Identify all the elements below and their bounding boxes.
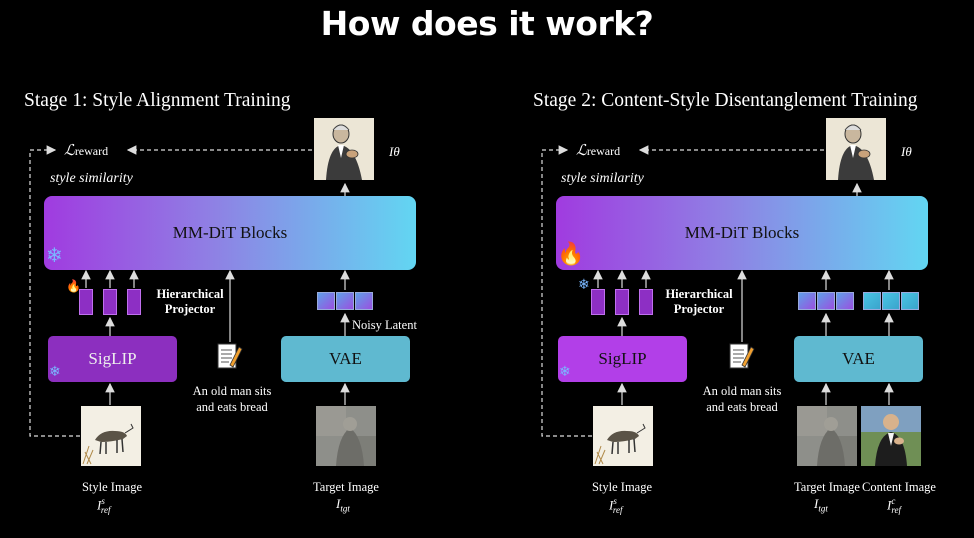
stage1-projector-label: Hierarchical Projector <box>156 287 224 316</box>
content-latent-token <box>882 292 900 310</box>
projector-token <box>615 289 629 315</box>
stage2-style-image-label: Style Image <box>591 480 653 494</box>
latent-token <box>817 292 835 310</box>
snowflake-icon: ❄ <box>559 365 571 380</box>
projector-token <box>639 289 653 315</box>
stage1-title: Stage 1: Style Alignment Training <box>24 90 291 111</box>
stage1-mmdit-block: MM-DiT Blocks <box>44 196 416 270</box>
snowflake-icon: ❄ <box>49 365 61 380</box>
latent-token <box>336 292 354 310</box>
content-latent-token <box>863 292 881 310</box>
stage2-title: Stage 2: Content-Style Disentanglement T… <box>533 90 918 111</box>
fire-icon: 🔥 <box>66 279 81 293</box>
projector-token <box>79 289 93 315</box>
stage2-projector-label: Hierarchical Projector <box>665 287 733 316</box>
stage2-target-image <box>797 406 857 466</box>
stage2-siglip-block: SigLIP <box>558 336 687 382</box>
snowflake-icon: ❄ <box>578 278 590 293</box>
document-pencil-icon <box>217 343 243 371</box>
old-man-portrait-image <box>314 118 374 180</box>
stage2-output-symbol: Iθ <box>901 144 912 159</box>
stage2-prompt-text: An old man sits and eats bread <box>702 384 782 414</box>
antelope-painting-image <box>593 406 653 466</box>
stage1-vae-block: VAE <box>281 336 410 382</box>
stage2-content-image <box>861 406 921 466</box>
noisy-target-image <box>797 406 857 466</box>
stage2-target-image-label: Target Image <box>794 480 860 494</box>
stage2-style-similarity: style similarity <box>561 171 644 186</box>
latent-token <box>355 292 373 310</box>
stage1-siglip-block: SigLIP <box>48 336 177 382</box>
stage1-output-image <box>314 118 374 180</box>
reward-subscript: reward <box>74 144 109 158</box>
stage2-style-image-symbol: Isref <box>609 496 623 515</box>
stage1-style-image-symbol: Isref <box>97 496 111 515</box>
antelope-painting-image <box>81 406 141 466</box>
stage2-content-image-symbol: Icref <box>887 496 902 515</box>
stage1-prompt-text: An old man sits and eats bread <box>192 384 272 414</box>
content-latent-token <box>901 292 919 310</box>
stage2-output-image <box>826 118 886 180</box>
stage1-output-symbol: Iθ <box>389 144 400 159</box>
stage2-style-image <box>593 406 653 466</box>
projector-token <box>103 289 117 315</box>
stage1-style-similarity: style similarity <box>50 171 133 186</box>
reward-subscript: reward <box>586 144 621 158</box>
reward-symbol: ℒ <box>576 143 587 159</box>
document-pencil-icon <box>729 343 755 371</box>
latent-token <box>836 292 854 310</box>
stage1-style-image <box>81 406 141 466</box>
stage1-target-image-symbol: Itgt <box>336 496 350 514</box>
latent-token <box>317 292 335 310</box>
noisy-target-image <box>316 406 376 466</box>
stage2-reward-label: ℒreward <box>576 141 620 160</box>
page-title: How does it work? <box>320 4 654 43</box>
snowflake-icon: ❄ <box>46 245 63 267</box>
stage1-target-image <box>316 406 376 466</box>
stage1-noisy-latent-label: Noisy Latent <box>352 318 417 332</box>
stage1-target-image-label: Target Image <box>313 480 379 494</box>
stage1-reward-label: ℒreward <box>64 141 108 160</box>
reward-symbol: ℒ <box>64 143 75 159</box>
projector-token <box>127 289 141 315</box>
old-man-photo-image <box>861 406 921 466</box>
stage2-content-image-label: Content Image <box>862 480 936 494</box>
stage2-mmdit-block: MM-DiT Blocks <box>556 196 928 270</box>
stage2-target-image-symbol: Itgt <box>814 496 828 514</box>
stage2-vae-block: VAE <box>794 336 923 382</box>
latent-token <box>798 292 816 310</box>
projector-token <box>591 289 605 315</box>
stage1-style-image-label: Style Image <box>81 480 143 494</box>
old-man-portrait-image <box>826 118 886 180</box>
fire-icon: 🔥 <box>557 241 585 266</box>
